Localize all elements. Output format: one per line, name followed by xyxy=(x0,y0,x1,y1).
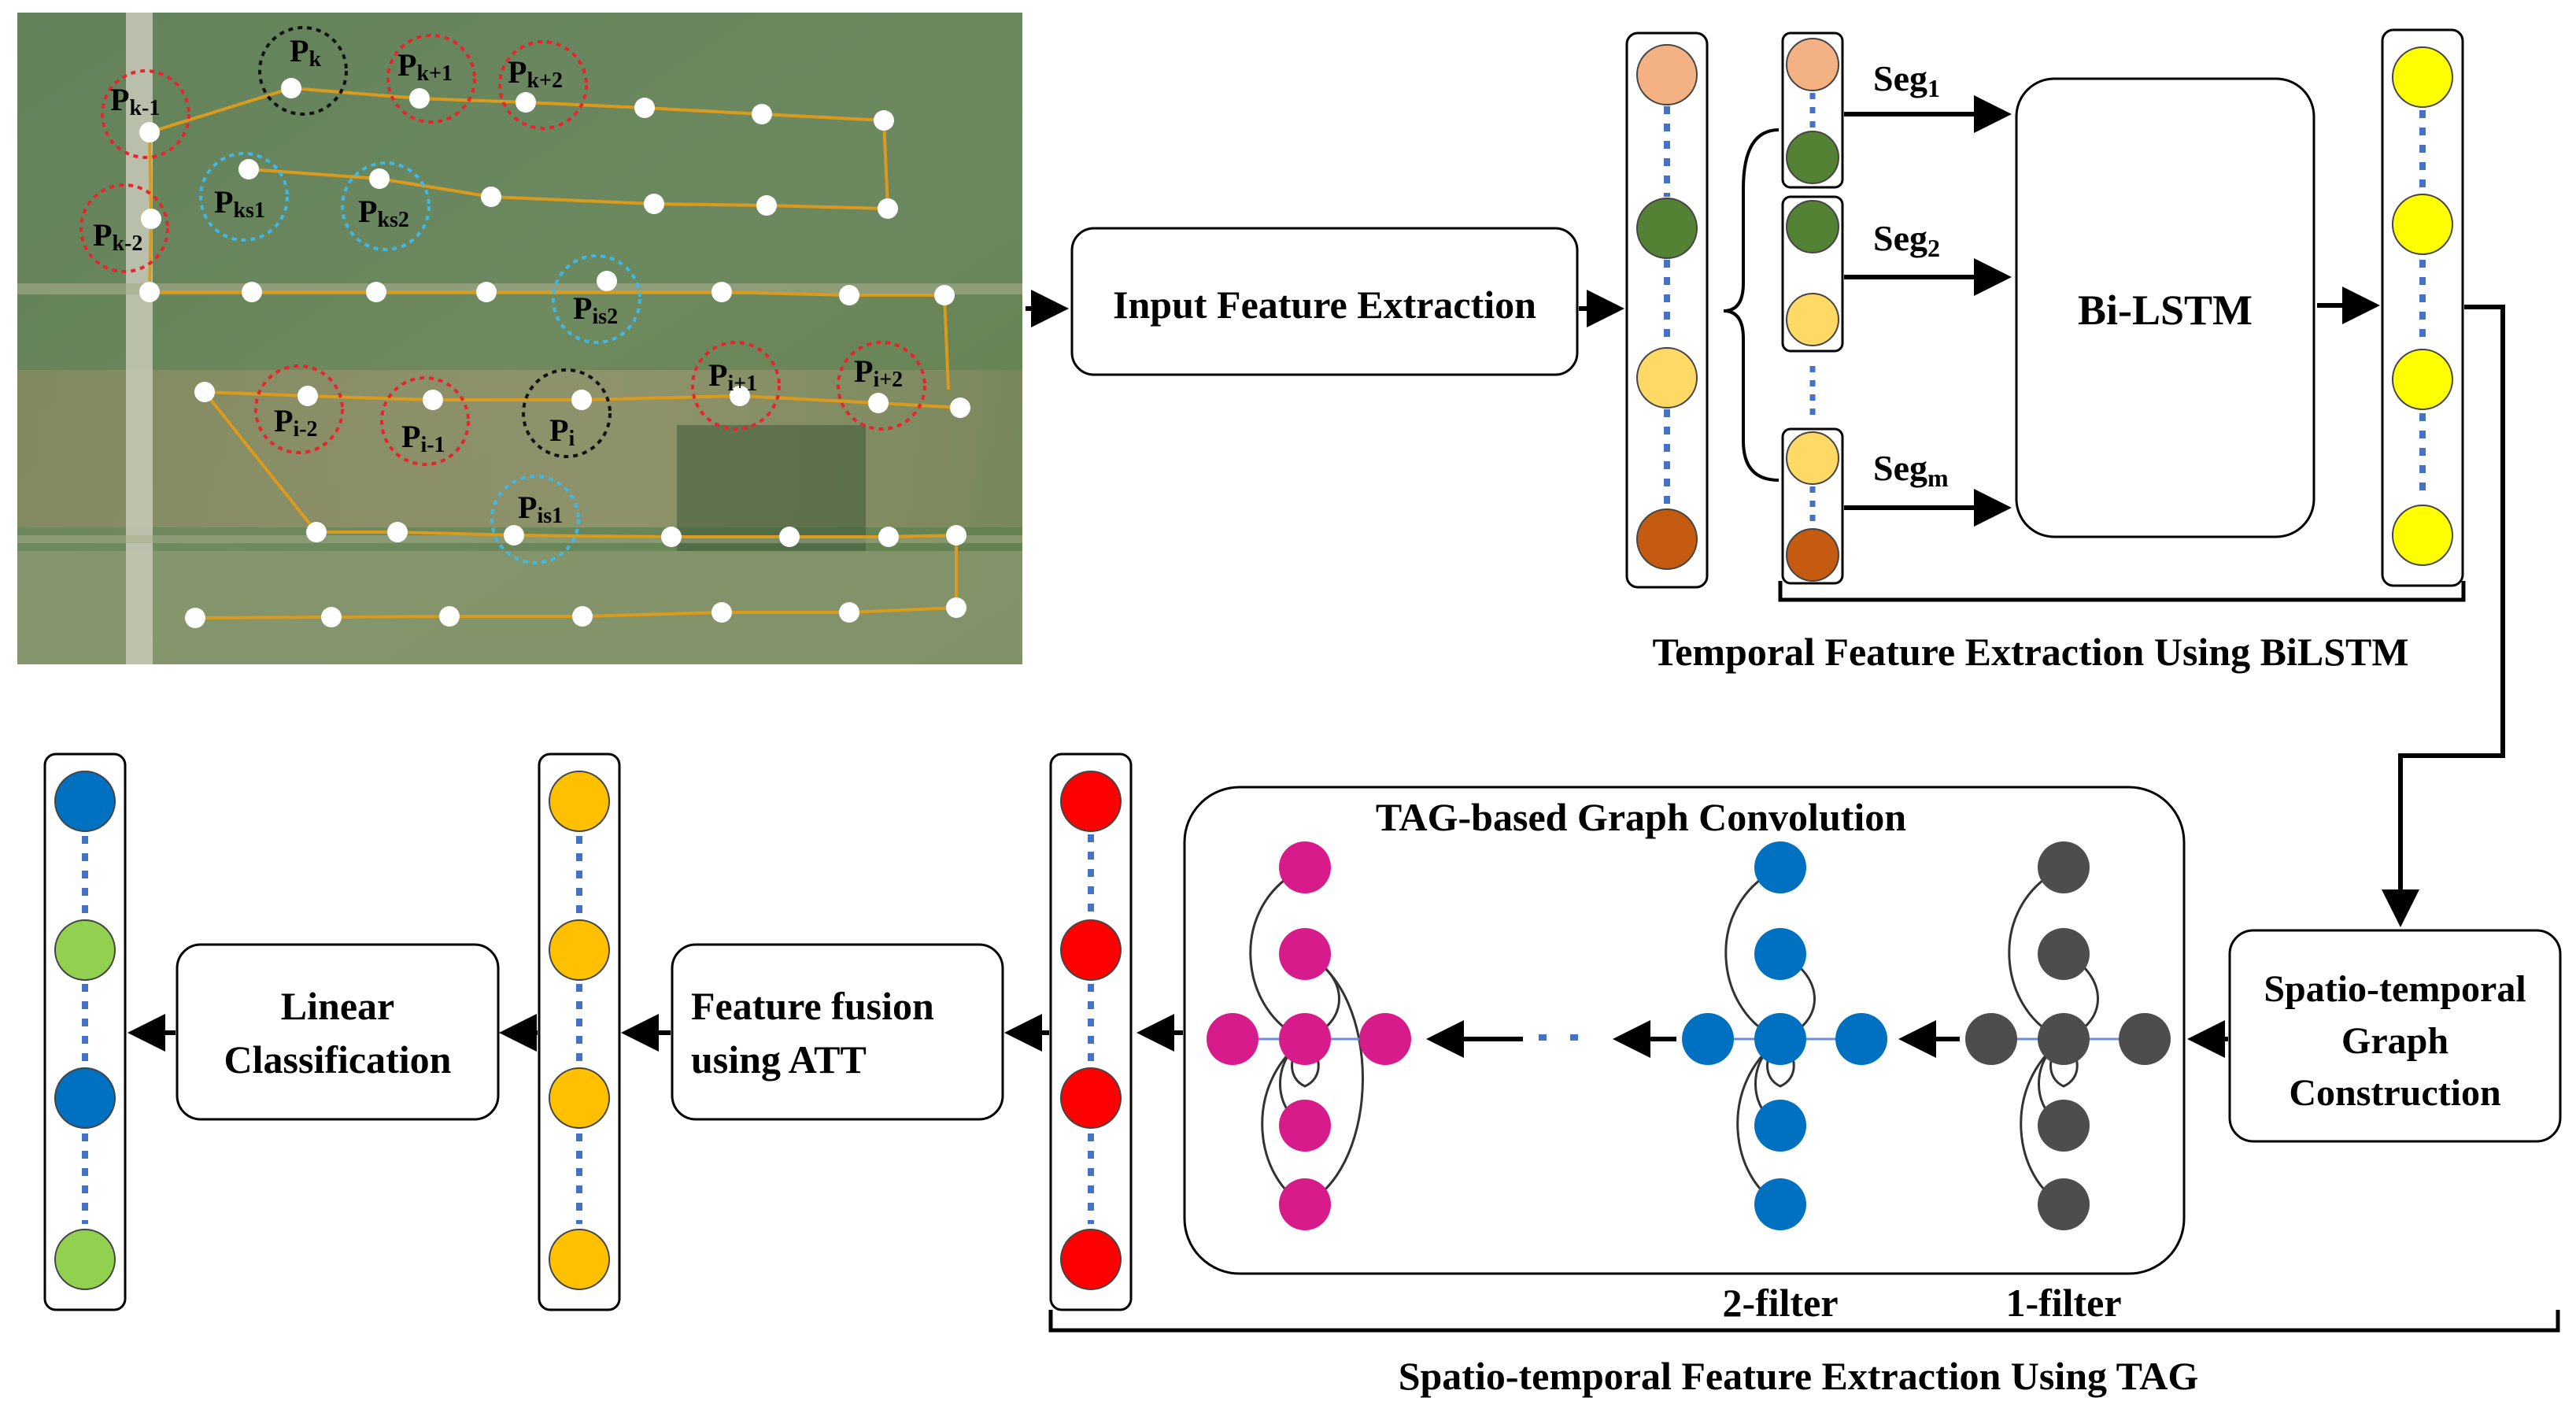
label-pk: Pk xyxy=(290,33,321,72)
ring-pis2 xyxy=(552,254,641,344)
ring-pks1 xyxy=(199,152,289,242)
bilstm-box: Bi-LSTM xyxy=(2015,77,2315,538)
segm-label: Segm xyxy=(1873,448,1949,492)
label-pi1: Pi+1 xyxy=(708,357,757,396)
segment-m xyxy=(1781,427,1844,585)
label-pks2: Pks2 xyxy=(358,194,409,232)
segment-brace xyxy=(1723,128,1780,482)
stgc-line3: Construction xyxy=(2289,1072,2500,1114)
ring-pkm1 xyxy=(101,69,190,159)
graph-k-filter xyxy=(1207,841,1411,1230)
graph-2-filter xyxy=(1682,841,1887,1230)
label-pis1: Pis1 xyxy=(518,490,563,528)
label-pks1: Pks1 xyxy=(214,184,265,223)
ring-pk xyxy=(258,26,348,116)
fusion-line1: Feature fusion xyxy=(691,984,934,1028)
tag-output-vector xyxy=(1049,753,1133,1311)
segment-2 xyxy=(1781,195,1844,353)
temporal-bracket xyxy=(1778,581,2466,602)
seg2-label: Seg2 xyxy=(1873,218,1940,262)
ring-pi1 xyxy=(691,341,781,431)
stgc-line1: Spatio-temporal xyxy=(2264,968,2526,1010)
ring-pk2 xyxy=(498,40,588,130)
label-pk2: Pk+2 xyxy=(508,54,563,93)
ring-pk1 xyxy=(386,34,476,124)
ring-pks2 xyxy=(341,161,431,251)
satellite-map xyxy=(17,13,1022,664)
stgc-line2: Graph xyxy=(2341,1020,2448,1062)
label-pkm2: Pk-2 xyxy=(93,217,142,256)
bilstm-label: Bi-LSTM xyxy=(2078,287,2253,334)
classification-output-vector xyxy=(43,753,127,1311)
segment-1 xyxy=(1781,31,1844,189)
fusion-line2: using ATT xyxy=(691,1037,867,1082)
spatiotemporal-caption: Spatio-temporal Feature Extraction Using… xyxy=(1399,1354,2199,1398)
ring-pi2 xyxy=(837,341,926,431)
label-pim2: Pi-2 xyxy=(274,403,318,442)
feature-fusion-box: Feature fusion using ATT xyxy=(671,943,1004,1121)
tag-title: TAG-based Graph Convolution xyxy=(1376,795,1906,839)
label-pk1: Pk+1 xyxy=(397,47,453,86)
spatiotemporal-bracket xyxy=(1048,1310,2560,1333)
label-pkm1: Pk-1 xyxy=(110,82,160,120)
temporal-caption: Temporal Feature Extraction Using BiLSTM xyxy=(1652,630,2408,674)
label-pis2: Pis2 xyxy=(573,290,618,329)
seg1-label: Seg1 xyxy=(1873,58,1940,102)
filter1-label: 1-filter xyxy=(2005,1281,2121,1325)
ring-pis1 xyxy=(490,475,580,564)
ring-pim1 xyxy=(380,376,470,466)
graph-1-filter xyxy=(1965,841,2171,1230)
label-pi2: Pi+2 xyxy=(854,353,903,392)
fusion-output-vector xyxy=(538,753,621,1311)
gps-points xyxy=(139,78,970,628)
input-feature-label: Input Feature Extraction xyxy=(1113,283,1536,327)
filter2-label: 2-filter xyxy=(1722,1281,1838,1325)
linear-line2: Classification xyxy=(224,1037,452,1082)
label-pi: Pi xyxy=(549,412,575,451)
linear-line1: Linear xyxy=(281,984,394,1028)
ring-pi xyxy=(522,368,612,458)
label-pim1: Pi-1 xyxy=(401,419,445,457)
stgc-box: Spatio-temporal Graph Construction xyxy=(2228,929,2562,1143)
bilstm-output-vector xyxy=(2381,28,2464,587)
linear-classification-box: Linear Classification xyxy=(176,943,500,1121)
ring-pkm2 xyxy=(79,183,169,273)
input-feature-box: Input Feature Extraction xyxy=(1070,227,1579,376)
ring-pim2 xyxy=(254,364,344,454)
input-feature-vector xyxy=(1625,31,1709,589)
